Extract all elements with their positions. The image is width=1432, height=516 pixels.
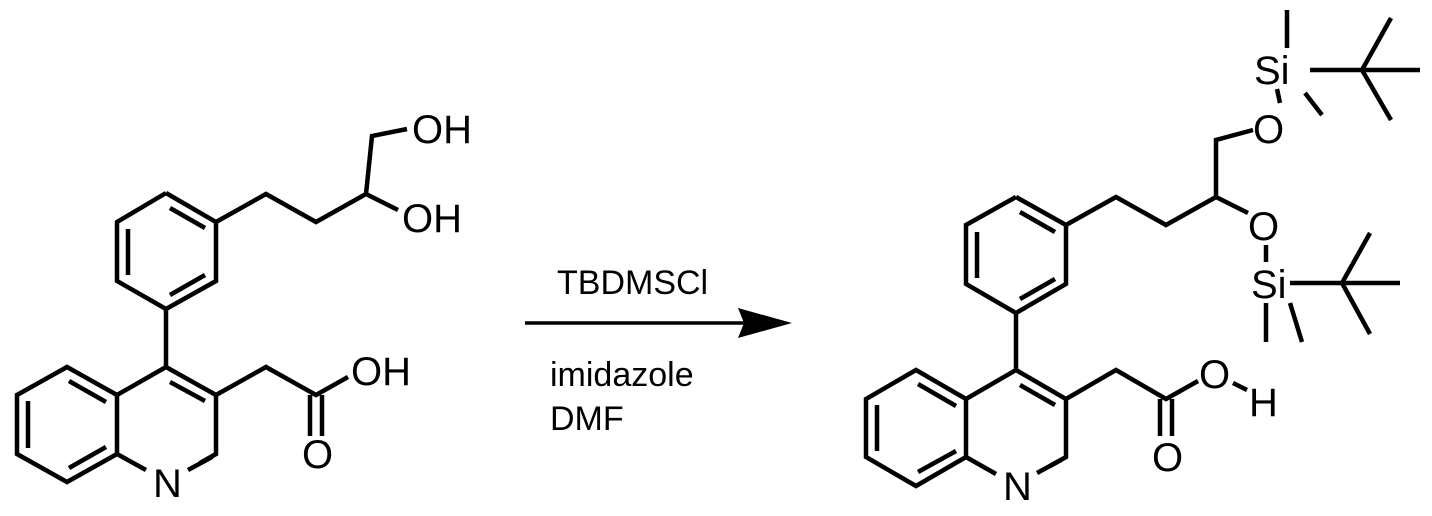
diol-chain: [214, 126, 408, 225]
product-molecule: Si O O Si O H O N: [863, 10, 1420, 509]
product-carbonyl-o-label: O: [1152, 436, 1183, 480]
bottom-tbs-group: [1263, 231, 1400, 343]
primary-oh-label: OH: [412, 108, 472, 152]
reagent-dmf: DMF: [550, 400, 624, 438]
reaction-arrow: [525, 308, 792, 338]
acid-oh-label: OH: [351, 350, 411, 394]
reagent-tbdmscl: TBDMSCl: [557, 264, 709, 302]
acetic-acid-group: [214, 364, 350, 436]
quinoline-ring: [14, 364, 219, 485]
product-acid-group: [1064, 367, 1249, 436]
acid-h-label: H: [1249, 381, 1278, 425]
reactant-molecule: OH OH OH O N: [14, 108, 472, 506]
phenyl-ring: [114, 191, 219, 312]
product-phenyl-ring: [963, 195, 1069, 316]
secondary-oh-label: OH: [402, 197, 462, 241]
top-tbs-group: [1274, 10, 1420, 122]
si-top-label: Si: [1254, 49, 1290, 93]
product-ring-n-label: N: [1003, 465, 1032, 509]
product-chain: [1064, 127, 1254, 228]
carbonyl-o-label: O: [302, 433, 333, 477]
product-quinoline-ring: [863, 367, 1069, 489]
acid-o-label: O: [1199, 353, 1230, 397]
o-mid-label: O: [1248, 205, 1279, 249]
ring-n-label: N: [153, 462, 182, 506]
reagent-imidazole: imidazole: [550, 356, 694, 394]
si-bottom-label: Si: [1251, 263, 1287, 307]
o-top-label: O: [1253, 108, 1284, 152]
